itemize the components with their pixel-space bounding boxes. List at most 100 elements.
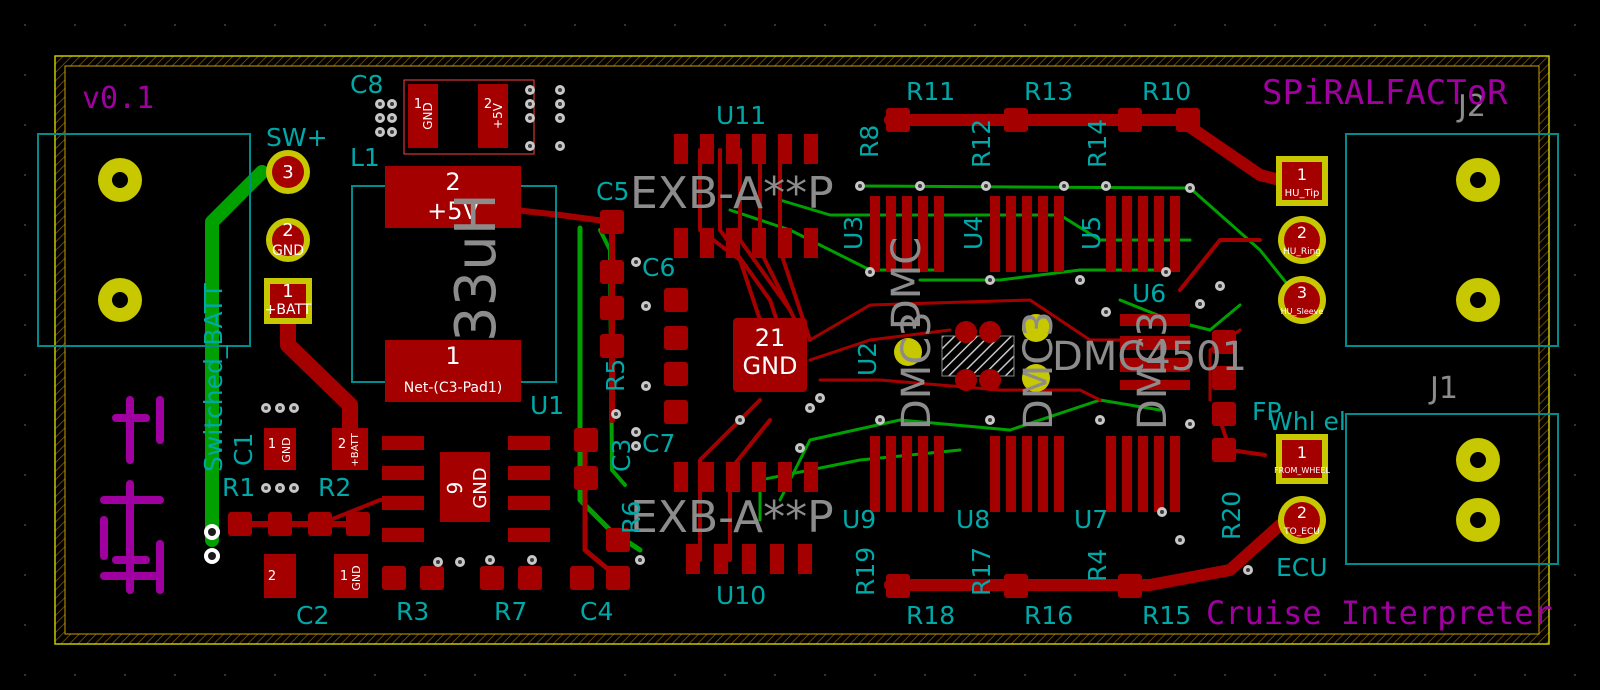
via-hole xyxy=(644,304,648,308)
via-hole xyxy=(808,406,812,410)
via-hole xyxy=(292,486,296,490)
svg-text:R16: R16 xyxy=(1024,601,1073,630)
fab-value-labels: EXB-A**P EXB-A**P DMC4501 DMC3 DMC3 DMC3… xyxy=(630,168,1247,543)
svg-text:R2: R2 xyxy=(318,473,351,502)
ic-u11[interactable]: 21 GND xyxy=(733,318,807,392)
svg-text:U5: U5 xyxy=(1077,216,1106,250)
svg-text:SW+: SW+ xyxy=(266,123,328,152)
svg-text:U3: U3 xyxy=(839,216,868,250)
via-hole xyxy=(634,260,638,264)
reference-designators: C8 L1 SW+ C5 C6 C7 U11 U10 U1 R5 R6 C3 C… xyxy=(222,70,1346,630)
svg-text:DMC3: DMC3 xyxy=(894,311,940,430)
sw-terminal-pad-1[interactable]: 1 +BATT xyxy=(264,278,312,324)
graphic-logo xyxy=(100,396,164,594)
j2-pad-2[interactable]: 2 HU_Ring xyxy=(1278,216,1326,264)
svg-text:HU_Sleeve: HU_Sleeve xyxy=(1281,307,1324,316)
svg-text:C3: C3 xyxy=(607,439,636,472)
power-connector-body xyxy=(37,133,251,347)
svg-text:GND: GND xyxy=(350,565,363,590)
j1-pad-1[interactable]: 1 FROM_WHEEL xyxy=(1274,434,1330,484)
svg-text:R12: R12 xyxy=(967,119,996,168)
svg-text:1: 1 xyxy=(268,437,276,452)
svg-text:1: 1 xyxy=(340,569,348,584)
via-hole xyxy=(644,384,648,388)
via-hole xyxy=(458,560,462,564)
svg-text:FP: FP xyxy=(1252,397,1281,426)
svg-text:DMC: DMC xyxy=(884,237,930,330)
via-hole xyxy=(1218,284,1222,288)
via-hole xyxy=(436,560,440,564)
svg-text:1: 1 xyxy=(1297,443,1307,462)
via-hole xyxy=(1098,418,1102,422)
sw-terminal-pad-2[interactable]: 2 GND xyxy=(266,218,310,262)
svg-text:U10: U10 xyxy=(716,581,766,610)
via-hole xyxy=(390,116,394,120)
svg-text:EXB-A**P: EXB-A**P xyxy=(630,492,834,543)
via-hole xyxy=(390,130,394,134)
connector-labels: J1 J2 xyxy=(1428,89,1486,406)
svg-text:J1: J1 xyxy=(1428,371,1458,406)
connector-j1-body xyxy=(1345,413,1559,565)
svg-text:U8: U8 xyxy=(956,505,990,534)
svg-text:21: 21 xyxy=(755,324,786,352)
svg-text:R4: R4 xyxy=(1083,549,1112,582)
svg-text:2: 2 xyxy=(1297,223,1307,242)
svg-text:HU_Ring: HU_Ring xyxy=(1283,247,1321,257)
via-hole xyxy=(798,446,802,450)
svg-text:R3: R3 xyxy=(396,597,429,626)
ic-u1[interactable]: 9 GND xyxy=(382,436,550,542)
svg-text:R1: R1 xyxy=(222,473,255,502)
svg-text:3: 3 xyxy=(1297,283,1307,302)
svg-text:R13: R13 xyxy=(1024,77,1073,106)
via-hole xyxy=(1062,184,1066,188)
via-hole xyxy=(1104,184,1108,188)
front-copper-traces xyxy=(237,114,1286,591)
inductor-l1[interactable]: 2 +5V 1 Net-(C3-Pad1) 33uH xyxy=(351,166,557,402)
sw-terminal-pad-3[interactable]: 3 xyxy=(266,150,310,194)
svg-text:ECU: ECU xyxy=(1276,553,1328,582)
via-hole xyxy=(264,406,268,410)
svg-text:U9: U9 xyxy=(842,505,876,534)
via-hole xyxy=(878,418,882,422)
svg-text:HU_Tip: HU_Tip xyxy=(1285,188,1320,199)
via-hole xyxy=(818,396,822,400)
via-hole xyxy=(634,430,638,434)
svg-text:R11: R11 xyxy=(906,77,955,106)
capacitor-c8[interactable]: 1 GND 2 +5V xyxy=(403,79,535,155)
svg-text:C4: C4 xyxy=(580,597,613,626)
j1-pad-2[interactable]: 2 TO_ECU xyxy=(1278,496,1326,544)
svg-text:C7: C7 xyxy=(642,429,675,458)
via-hole xyxy=(378,102,382,106)
soic-bottom-row-pads xyxy=(870,436,1180,512)
svg-text:U1: U1 xyxy=(530,391,564,420)
svg-text:R14: R14 xyxy=(1083,119,1112,168)
svg-text:R6: R6 xyxy=(617,501,646,534)
svg-text:+BATT: +BATT xyxy=(350,432,361,466)
via-hole xyxy=(558,88,562,92)
svg-text:2: 2 xyxy=(445,168,460,196)
via-hole xyxy=(378,116,382,120)
svg-text:R17: R17 xyxy=(967,547,996,596)
svg-text:EXB-A**P: EXB-A**P xyxy=(630,168,834,219)
capacitor-c1[interactable]: 1 GND 2 +BATT xyxy=(264,428,368,470)
via-hole xyxy=(278,486,282,490)
via-hole xyxy=(918,184,922,188)
inductor-value: 33uH xyxy=(444,193,509,342)
capacitor-c2[interactable]: 2 1 GND xyxy=(264,554,368,598)
svg-text:R7: R7 xyxy=(494,597,527,626)
ic-u6[interactable] xyxy=(1120,314,1190,390)
svg-text:R18: R18 xyxy=(906,601,955,630)
j2-pad-3[interactable]: 3 HU_Sleeve xyxy=(1278,276,1326,324)
ic-u2[interactable] xyxy=(894,314,1050,392)
via-hole xyxy=(528,144,532,148)
svg-text:R5: R5 xyxy=(601,359,630,392)
via-hole xyxy=(528,102,532,106)
via-hole xyxy=(1188,422,1192,426)
net-label-switched-batt: Switched_BATT xyxy=(199,282,228,472)
j2-pad-1[interactable]: 1 HU_Tip xyxy=(1276,156,1328,206)
svg-text:C6: C6 xyxy=(642,253,675,282)
svg-text:9: 9 xyxy=(443,482,467,495)
via-hole xyxy=(528,116,532,120)
via-hole xyxy=(634,444,638,448)
